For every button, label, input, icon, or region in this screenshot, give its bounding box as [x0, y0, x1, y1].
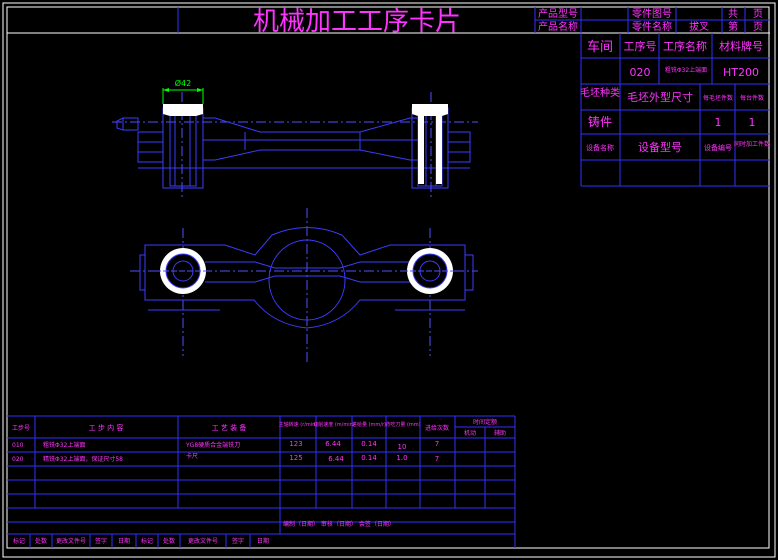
row2-content: 精铣Φ32上端面，保证尺寸58 [43, 455, 123, 463]
total-page-label: 页 [753, 8, 763, 20]
footer-label-5: 日期 [118, 537, 130, 545]
header-time-machine: 机动 [464, 429, 476, 437]
header-equipment: 工 艺 装 备 [212, 423, 247, 432]
part-name-label: 零件名称 [632, 20, 672, 33]
row2-equipment: 卡尺 [186, 452, 198, 460]
header-cutting-speed: 切削速度 (m/min) [313, 421, 355, 428]
dimension-phi42: Ø42 [162, 78, 204, 104]
op-name-label: 工序名称 [663, 39, 707, 53]
page-no-label: 第 [728, 20, 738, 33]
per-unit-label: 每台件数 [740, 94, 764, 102]
card-title: 机械加工工序卡片 [253, 7, 461, 37]
per-unit-value: 1 [749, 116, 756, 129]
header-passes: 进给次数 [425, 424, 449, 432]
row2-speed: 125 [289, 454, 302, 462]
blank-size-label: 毛坯外型尺寸 [627, 90, 693, 104]
header-step-no: 工步号 [12, 424, 30, 432]
footer-label-7: 处数 [163, 537, 175, 545]
row2-no: 020 [12, 456, 24, 463]
footer-label-6: 标记 [141, 537, 153, 545]
product-name-label: 产品名称 [538, 20, 578, 33]
info-block-grid [580, 33, 770, 187]
footer-label-2: 处数 [35, 537, 47, 545]
header-time: 时间定额 [473, 418, 497, 426]
row1-equipment: YG8硬质合金端铣刀 [185, 441, 240, 449]
row2-passes: 7 [435, 455, 439, 463]
part-name-value: 拔叉 [689, 20, 709, 33]
row2-depth: 1.0 [396, 454, 407, 462]
row2-vc: 6.44 [328, 455, 344, 463]
equip-name-label: 设备名称 [586, 143, 614, 152]
row2-feed: 0.14 [361, 454, 377, 462]
simul-label: 同时加工件数 [734, 140, 770, 148]
header-depth: 背吃刀量 (mm) [385, 421, 420, 428]
header-feed: 进给量 (mm/r) [352, 421, 386, 428]
footer-label-1: 标记 [13, 537, 25, 545]
equip-no-label: 设备编号 [704, 143, 732, 152]
boss-rings [155, 248, 458, 294]
total-label: 共 [728, 8, 738, 20]
page-no-page-label: 页 [753, 21, 763, 33]
row1-speed: 123 [289, 440, 302, 448]
footer-label-10: 日期 [257, 537, 269, 545]
material-value: HT200 [723, 66, 759, 79]
row1-vc: 6.44 [325, 440, 341, 448]
blank-count-label: 每毛坯件数 [703, 94, 733, 102]
blank-type-label: 毛坯种类 [580, 86, 620, 99]
material-label: 材料牌号 [719, 39, 763, 53]
inner-frame [6, 6, 770, 549]
blank-count-value: 1 [715, 116, 722, 129]
footer-label-9: 签字 [232, 537, 244, 545]
op-no-value: 020 [630, 66, 651, 79]
process-table: 工步号 工 步 内 容 工 艺 装 备 主轴转速 (r/min) 切削速度 (m… [12, 418, 506, 545]
row1-passes: 7 [435, 440, 439, 448]
footer-sign: 编制（日期） 审核（日期） 会签（日期） [283, 520, 395, 528]
process-table-grid [7, 415, 516, 548]
footer-label-8: 更改文件号 [188, 537, 218, 545]
row1-depth: 10 [398, 443, 407, 451]
part-view-top [112, 92, 478, 198]
op-no-label: 工序号 [624, 39, 657, 53]
row1-content: 粗铣Φ32上端面 [43, 441, 85, 449]
footer-label-3: 更改文件号 [56, 537, 86, 545]
header-time-aux: 辅助 [494, 429, 506, 437]
workshop-label: 车间 [587, 39, 613, 55]
op-name-value: 粗铣Φ32上端面 [665, 66, 707, 74]
blank-type-value: 铸件 [588, 114, 612, 129]
header-step-content: 工 步 内 容 [89, 423, 124, 432]
title-block-grid [177, 7, 770, 33]
machined-surfaces [163, 104, 448, 184]
equip-model-label: 设备型号 [638, 140, 682, 154]
dimension-label: Ø42 [175, 78, 191, 88]
row1-no: 010 [12, 442, 24, 449]
header-spindle-speed: 主轴转速 (r/min) [279, 421, 318, 428]
part-drawing-label: 零件图号 [632, 8, 672, 20]
row1-feed: 0.14 [361, 440, 377, 448]
product-model-label: 产品型号 [538, 7, 578, 20]
footer-label-4: 签字 [95, 537, 107, 545]
